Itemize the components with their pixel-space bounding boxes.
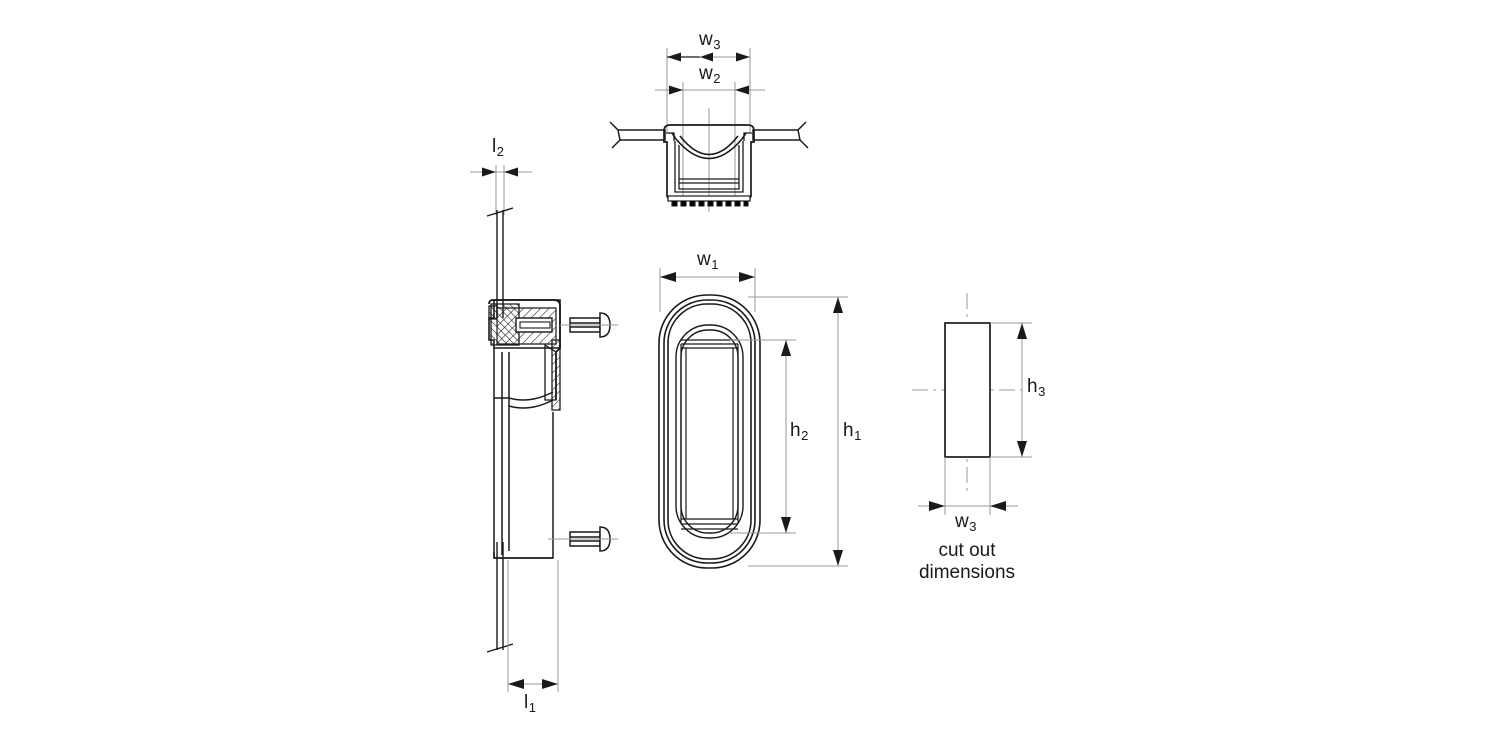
side-l2-extension-lines: [495, 165, 505, 215]
top-section-view: [609, 48, 809, 212]
front-inner-cavity: [680, 339, 739, 530]
dimension-label-w1: w1: [697, 249, 719, 272]
dimension-label-w2: w2: [699, 63, 721, 86]
screw-top: [560, 312, 618, 338]
dimension-label-h1: h1: [843, 420, 862, 443]
top-panel-right: [752, 121, 809, 149]
dimension-w3-top: [667, 52, 750, 62]
cut-out-caption-line2: dimensions: [918, 562, 1016, 583]
top-section-hatched-base: [667, 195, 751, 207]
front-view: [658, 268, 848, 569]
front-h-extension-lines: [730, 296, 848, 567]
dimension-label-w3-top: w3: [699, 29, 721, 52]
cut-out-caption-line1: cut out: [938, 540, 996, 561]
dimension-l2: [470, 167, 532, 177]
side-l1-extension-lines: [507, 560, 559, 692]
side-flange-top: [488, 299, 561, 411]
dimension-label-l1: l1: [524, 692, 536, 715]
front-w1-extension-lines: [659, 268, 756, 312]
top-section-inner-wall: [674, 141, 744, 193]
side-section-view: [470, 165, 618, 692]
dimension-w2-top: [655, 85, 765, 95]
top-section-shelf: [679, 178, 739, 184]
dimension-l1: [508, 679, 558, 689]
dimension-h1: [833, 297, 843, 566]
side-handle-body: [493, 348, 554, 559]
dimension-label-w3-cutout: w3: [955, 511, 977, 534]
dimension-label-h3: h3: [1027, 376, 1046, 399]
dimension-w3-cutout: [918, 501, 1018, 511]
dimension-h3: [1017, 323, 1027, 457]
side-handle-bottom: [493, 552, 553, 559]
top-section-gussets: [666, 132, 752, 141]
cutout-rectangle: [944, 322, 991, 458]
front-oval-outlines: [658, 294, 761, 569]
dimension-label-l2: l2: [492, 136, 504, 159]
dimension-label-h2: h2: [790, 420, 809, 443]
screw-bottom: [548, 526, 618, 552]
cut-out-view: [912, 293, 1032, 515]
dimension-h2: [781, 340, 791, 533]
cutout-extension-lines: [944, 322, 1032, 515]
top-panel-left: [609, 121, 666, 149]
dimension-w1: [660, 272, 755, 282]
